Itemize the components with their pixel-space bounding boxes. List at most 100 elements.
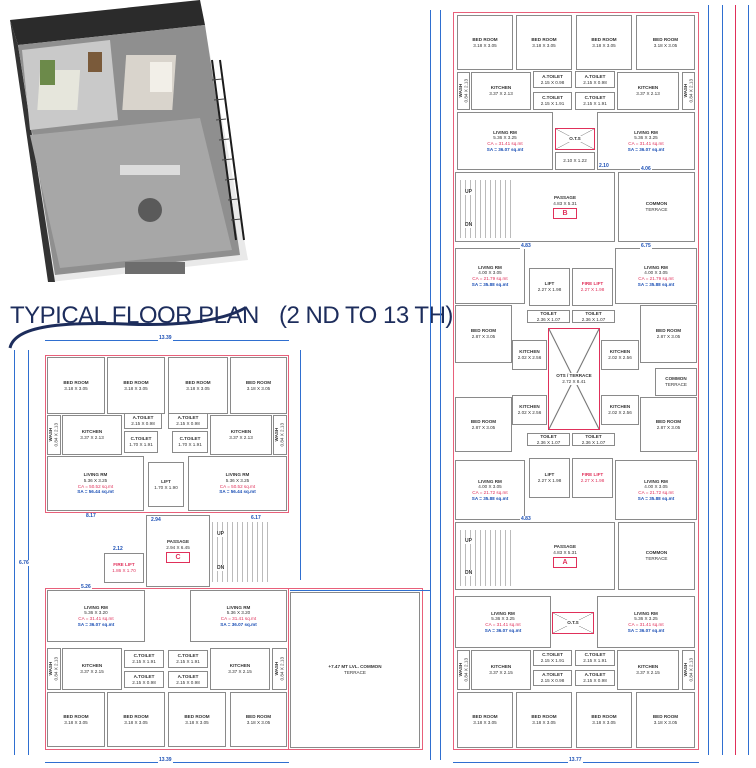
room-size: 3.18 X 3.05 [185, 719, 209, 725]
room-size: 2.36 X 1.07 [536, 439, 561, 445]
room-name: KITCHEN [490, 85, 512, 91]
room-name: C.TOILET [177, 653, 199, 659]
saleable-area: SA = 56.44 sq.mt [77, 489, 114, 495]
room-name: KITCHEN [637, 85, 659, 91]
room-size: 2.15 X 1.91 [540, 658, 565, 663]
carpet-area: CA = 31.41 sq.mt [220, 616, 257, 621]
carpet-area: CA = 21.79 sq.mt [472, 276, 508, 281]
room-name: BED ROOM [123, 713, 149, 719]
dimension-label: 6.76 [18, 560, 30, 566]
plan-outline [45, 355, 289, 513]
room-name: LIVING RM [225, 472, 250, 478]
room-size: 4.83 X 5.31 [553, 200, 577, 206]
room-name: C.TOILET [584, 652, 606, 658]
room-name: BED ROOM [591, 714, 617, 720]
room-size: 5.36 X 3.20 [84, 610, 108, 616]
room-size: 3.18 X 3.05 [592, 720, 616, 725]
room-size: 2.36 X 1.07 [581, 316, 606, 322]
room-name: C.TOILET [542, 95, 563, 101]
room-name: BED ROOM [531, 36, 557, 42]
room-size: 3.18 X 3.05 [186, 385, 210, 391]
room-size: 0.84 X 2.13 [280, 423, 285, 447]
room-size: 0.84 X 2.13 [54, 423, 59, 447]
room-name: LIFT [544, 472, 555, 478]
room-size: 5.36 X 3.25 [225, 477, 250, 483]
saleable-area: SA = 35.88 sq.mt [637, 281, 675, 287]
room-size: 2.15 X 1.91 [583, 658, 607, 663]
room-name: C.TOILET [130, 436, 152, 442]
room-size: 3.37 X 2.15 [489, 670, 513, 675]
room-size: 2.15 X 0.98 [540, 79, 565, 85]
room-size: 4.00 X 3.05 [644, 270, 668, 276]
room-size: 3.37 X 2.13 [80, 435, 104, 440]
room-size: TERRACE [645, 207, 668, 212]
room-size: 2.15 X 0.98 [583, 79, 607, 85]
room-size: 2.02 X 2.56 [517, 410, 542, 415]
room-size: 3.18 X 3.05 [532, 720, 556, 725]
room-name: BED ROOM [184, 713, 210, 719]
room-name: O.T.S [569, 136, 581, 142]
room-size: 2.36 X 1.07 [536, 316, 561, 322]
room-name: BED ROOM [655, 328, 682, 334]
room-name: PASSAGE [553, 194, 577, 200]
room-name: KITCHEN [637, 664, 659, 670]
dimension-label: 4.83 [520, 243, 532, 249]
room-name: KITCHEN [229, 663, 251, 669]
room-size: 2.94 X 6.45 [166, 544, 190, 550]
room-name: BED ROOM [655, 418, 682, 424]
room-size: 3.18 X 3.05 [124, 385, 148, 391]
carpet-area: CA = 31.41 sq.mt [628, 141, 664, 146]
room-size: 0.84 X 2.13 [688, 658, 694, 682]
dimension-label: 13.39 [158, 335, 173, 341]
carpet-area: CA = 21.79 sq.mt [638, 276, 674, 281]
room-name: A.TOILET [584, 73, 606, 79]
room-name: KITCHEN [81, 429, 103, 435]
room-name: LIVING RM [634, 610, 658, 616]
room-name: PASSAGE [166, 538, 190, 544]
room-name: LIVING RM [493, 129, 517, 135]
dimension-label: 6.17 [250, 515, 262, 521]
room-size: 2.15 X 1.91 [540, 101, 565, 106]
room-name: +7.47 MT LVL. COMMON [328, 664, 382, 670]
room-name: LIVING RM [84, 604, 108, 610]
dimension-label: 13.39 [158, 757, 173, 763]
room-name: C.TOILET [542, 652, 563, 658]
room-size: 3.18 X 3.05 [592, 42, 616, 48]
room-size: 4.83 X 5.31 [553, 549, 577, 555]
room-size: 3.18 X 3.05 [653, 720, 678, 725]
carpet-area: CA = 50.52 sq.mt [219, 483, 256, 489]
3d-apartment-render [10, 0, 248, 282]
room-size: 2.02 X 2.56 [608, 410, 632, 415]
